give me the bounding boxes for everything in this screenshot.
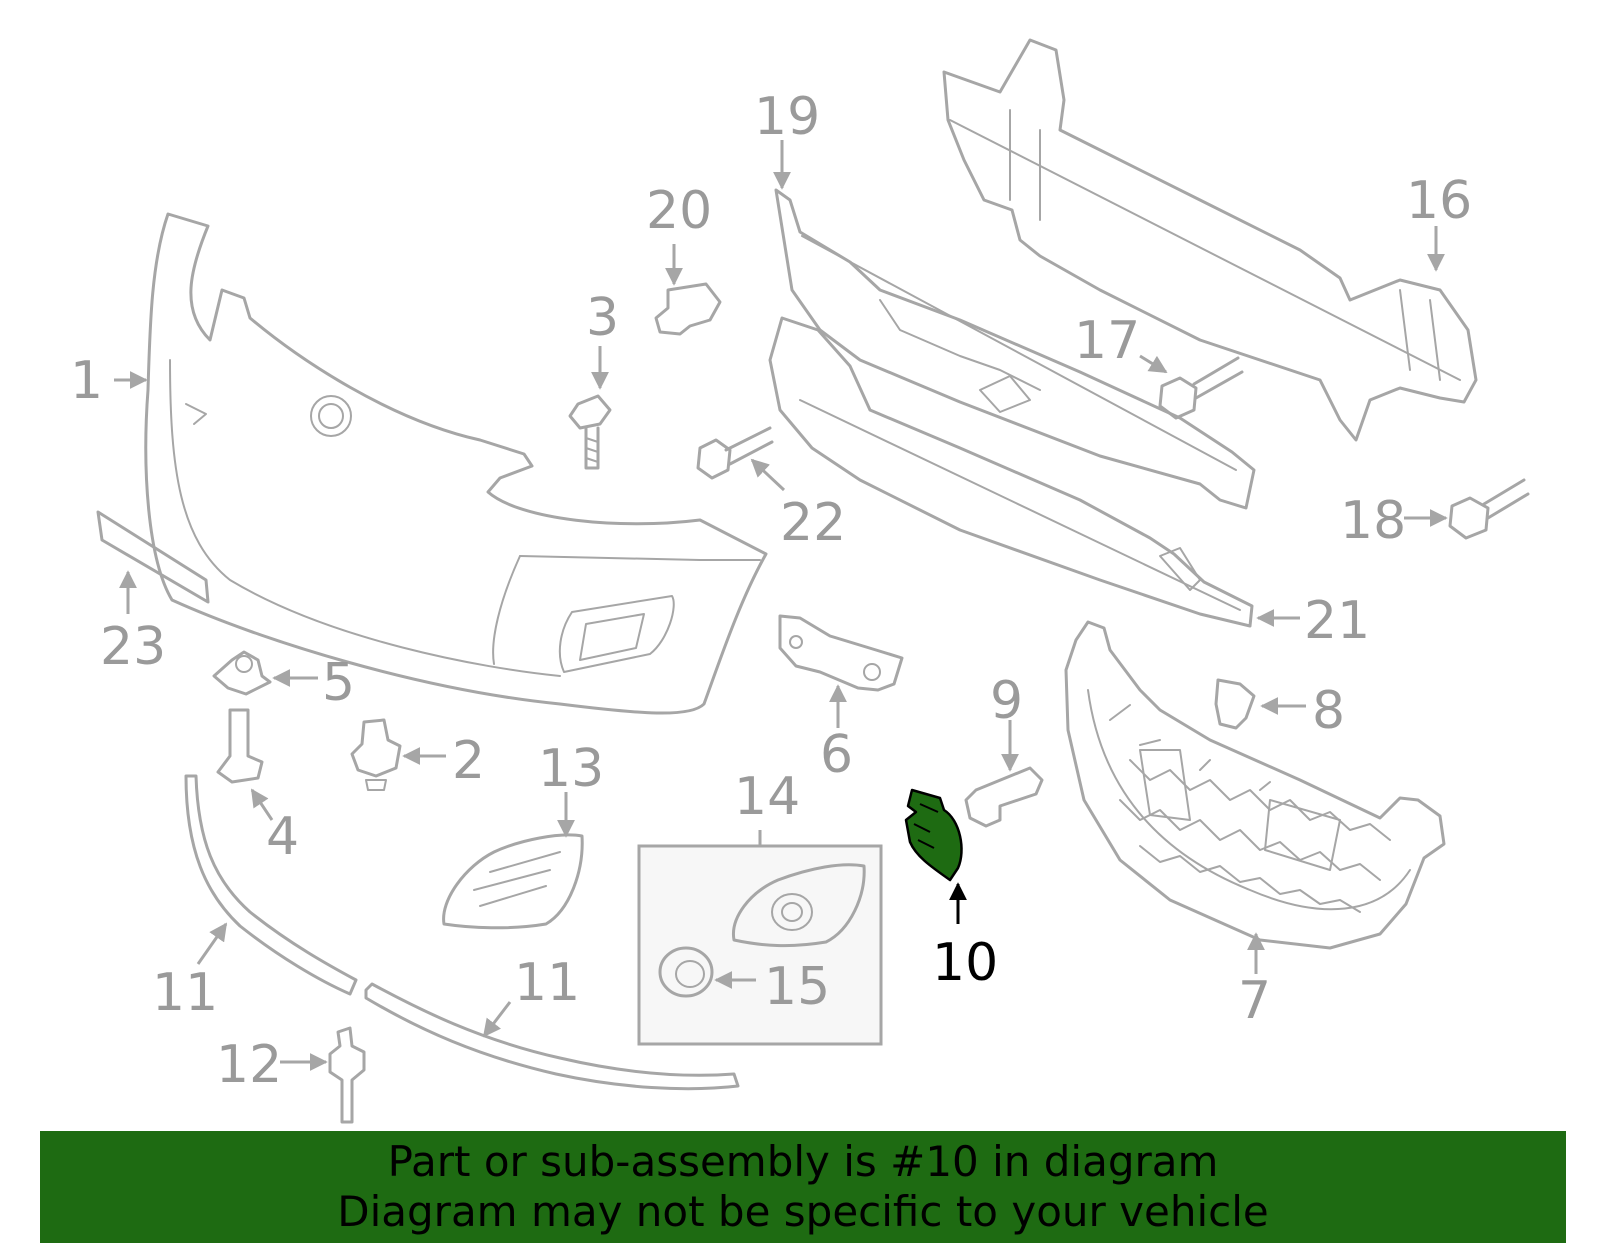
clip-part-8 — [1214, 678, 1256, 730]
callout-6: 6 — [820, 725, 853, 785]
bezel-part-13 — [442, 833, 584, 930]
absorber-part-21 — [768, 316, 1254, 628]
bolt-part-18 — [1448, 478, 1530, 540]
clip-part-2 — [350, 718, 402, 791]
callout-22: 22 — [780, 493, 846, 553]
callout-1: 1 — [70, 351, 103, 411]
callout-15: 15 — [764, 957, 830, 1017]
callout-13: 13 — [538, 739, 604, 799]
callout-12: 12 — [216, 1035, 282, 1095]
callout-19: 19 — [754, 87, 820, 147]
assembly-box-part-14 — [637, 830, 883, 1046]
callout-23: 23 — [100, 617, 166, 677]
callout-5: 5 — [322, 653, 355, 713]
molding-part-11-right — [364, 982, 740, 1091]
banner-line-part-number: Part or sub-assembly is #10 in diagram — [387, 1137, 1219, 1186]
banner-line-disclaimer: Diagram may not be specific to your vehi… — [337, 1187, 1269, 1236]
bolt-part-17 — [1158, 356, 1244, 420]
molding-part-11-left — [184, 774, 358, 996]
bolt-part-3 — [568, 394, 612, 470]
callout-16: 16 — [1406, 171, 1472, 231]
callout-11b: 11 — [514, 953, 580, 1013]
callout-8: 8 — [1312, 681, 1345, 741]
clip-part-20 — [654, 282, 722, 336]
absorber-part-19 — [774, 188, 1256, 510]
callout-18: 18 — [1340, 491, 1406, 551]
info-banner: Part or sub-assembly is #10 in diagram D… — [40, 1131, 1566, 1243]
callout-11a: 11 — [152, 963, 218, 1023]
reinforcement-part-16 — [942, 38, 1478, 442]
callout-4: 4 — [266, 807, 299, 867]
callout-17: 17 — [1074, 311, 1140, 371]
bolt-part-4 — [216, 708, 264, 784]
callout-14: 14 — [734, 767, 800, 827]
bracket-part-6 — [778, 614, 904, 692]
callout-20: 20 — [646, 181, 712, 241]
pin-part-12 — [328, 1026, 366, 1124]
grille-part-7 — [1064, 620, 1446, 950]
clip-part-9 — [964, 766, 1044, 828]
ring-part-15 — [658, 946, 714, 998]
callout-21: 21 — [1304, 591, 1370, 651]
callout-9: 9 — [990, 671, 1023, 731]
bumper-cover-part-1 — [144, 212, 768, 715]
nut-part-5 — [212, 650, 272, 696]
callout-2: 2 — [452, 731, 485, 791]
callout-3: 3 — [586, 288, 619, 348]
callout-10: 10 — [932, 933, 998, 993]
molding-part-23 — [96, 510, 210, 604]
bolt-part-22 — [696, 426, 774, 480]
bracket-part-10-highlighted — [904, 788, 963, 882]
callout-7: 7 — [1238, 971, 1271, 1031]
